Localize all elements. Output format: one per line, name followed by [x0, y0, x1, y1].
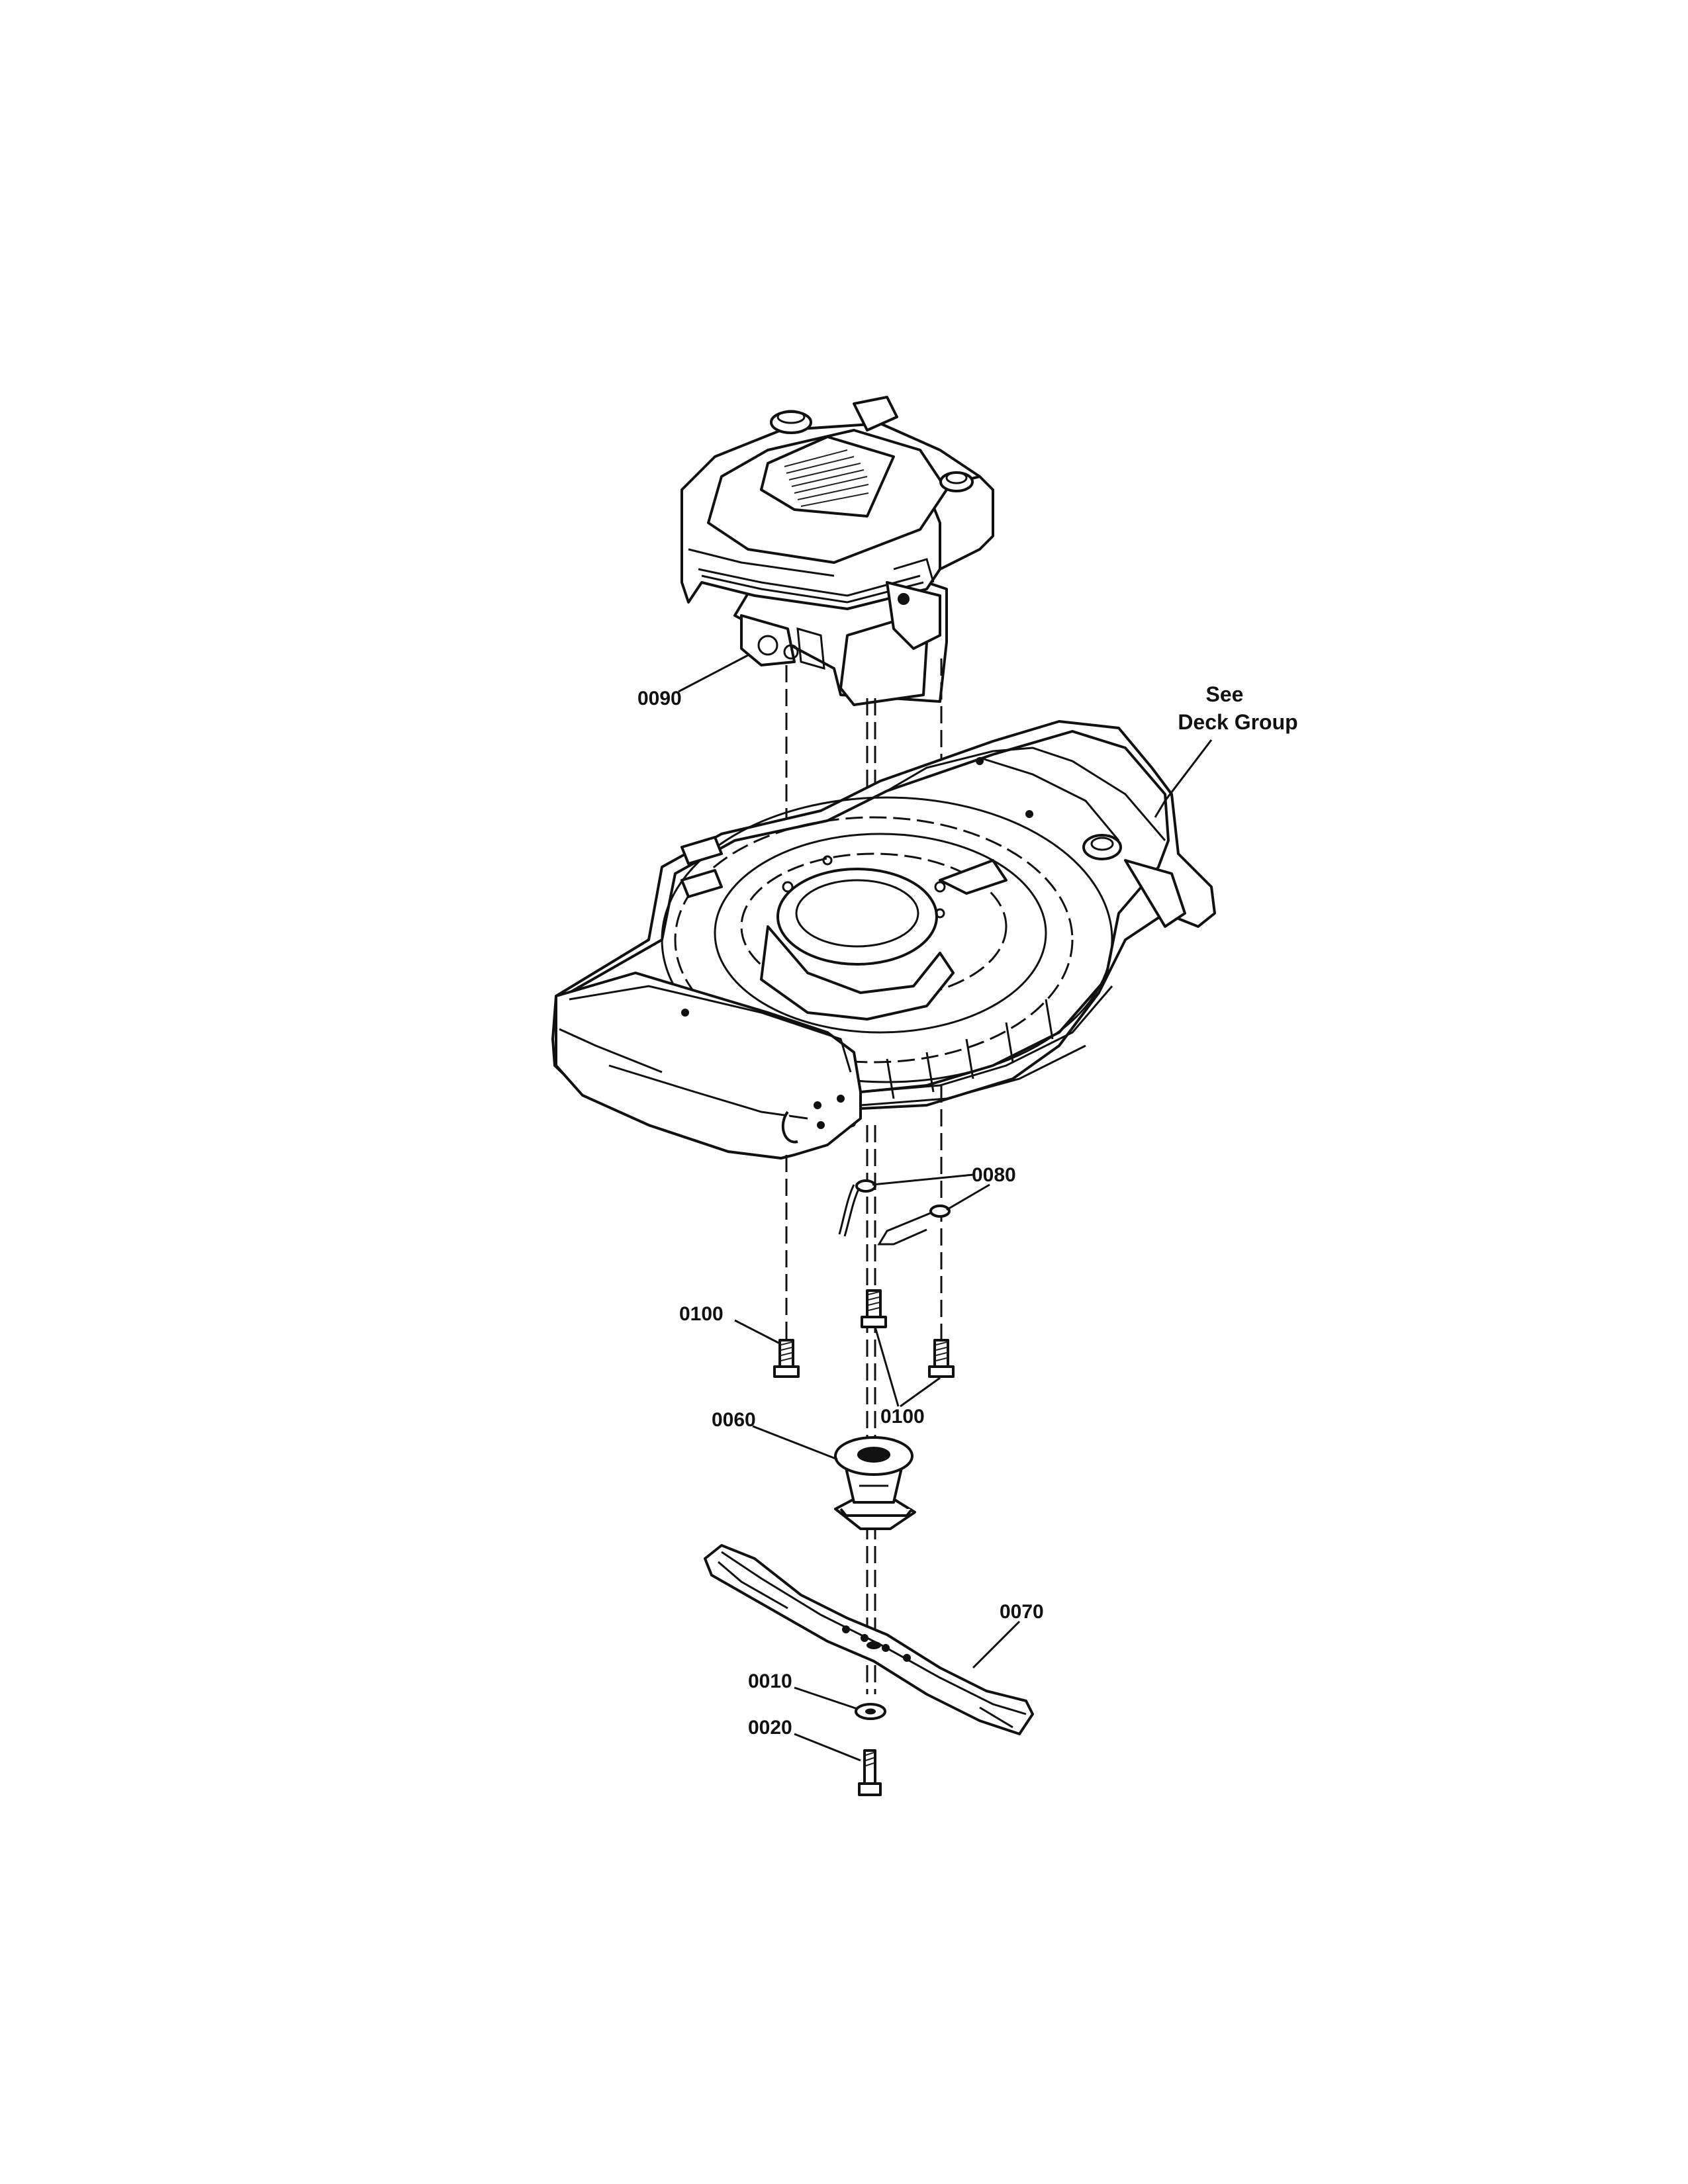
leader-0080-a [872, 1173, 974, 1186]
bolt-right [928, 1339, 955, 1378]
leader-0090 [678, 654, 749, 693]
bolt-center [861, 1289, 887, 1328]
bolt-left [773, 1339, 800, 1378]
label-deck-note-line1: See [1206, 682, 1244, 706]
leader-0010 [794, 1686, 858, 1710]
blade-adapter [834, 1436, 916, 1530]
label-blade: 0070 [1000, 1601, 1044, 1623]
engine [680, 396, 994, 706]
label-deck-note-line2: Deck Group [1178, 710, 1297, 734]
leader-0100-center [874, 1326, 900, 1407]
label-adapter: 0060 [712, 1409, 756, 1431]
leader-0060 [752, 1425, 838, 1461]
leader-0080-b [946, 1183, 990, 1211]
label-bolt-right: 0100 [880, 1406, 925, 1428]
leader-0100-right [900, 1377, 941, 1408]
label-bolt-left: 0100 [679, 1303, 724, 1325]
leader-0100-left [734, 1319, 780, 1345]
mower-blade [704, 1544, 1034, 1735]
leader-0070 [972, 1620, 1021, 1669]
washer-pins [838, 1179, 951, 1246]
label-washer-pins: 0080 [972, 1164, 1016, 1186]
leader-0020 [794, 1733, 861, 1762]
leader-deck-group [1154, 739, 1213, 818]
blade-bolt [858, 1749, 882, 1796]
label-washer: 0010 [748, 1670, 792, 1692]
mower-deck [551, 720, 1216, 1160]
blade-washer [855, 1703, 886, 1720]
label-engine: 0090 [637, 688, 682, 709]
label-blade-bolt: 0020 [748, 1717, 792, 1739]
